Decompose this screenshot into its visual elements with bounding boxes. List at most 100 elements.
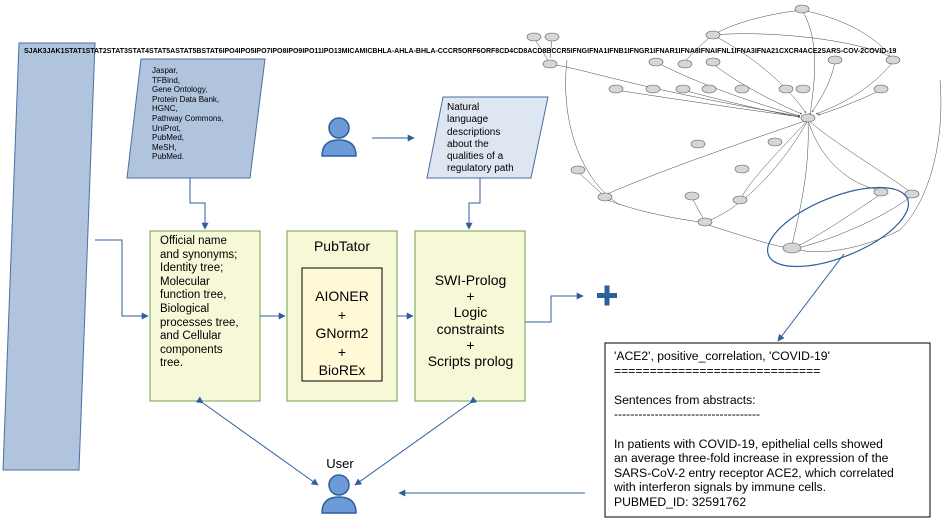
official-names-line: Official name [160,235,227,247]
gene-item: CD4 [499,48,514,55]
result-line: 'ACE2', positive_correlation, 'COVID-19' [614,349,830,363]
official-names-line: function tree, [160,289,227,302]
database-item: Protein Data Bank, [152,94,220,104]
gene-item: IPO8 [270,48,287,55]
arrow-graph-to-result [777,253,845,342]
swi-prolog-box [414,230,526,402]
gene-item: ACE2 [802,48,822,55]
database-item: TFBind, [152,75,181,85]
result-line [614,422,894,437]
result-line: In patients with COVID-19, epithelial ce… [614,436,883,451]
database-item: Gene Ontology, [152,85,208,95]
arrow-user-box1 [195,396,319,486]
natural-language-line: about the [447,138,489,150]
pubtator-tool-line: GNorm2 [315,325,369,341]
gene-item: IFNB1 [607,48,628,55]
gene-item: MICA [341,48,360,55]
swi-prolog-line: SWI-Prolog [434,272,507,288]
pubtator-tools: AIONER + GNorm2 + BioREx [303,287,381,380]
official-names-line: tree. [160,357,184,370]
official-names-line: Identity tree; [160,262,224,275]
arrow-natural-to-swi [465,178,481,230]
natural-language-line: descriptions [447,126,501,138]
official-names-line: Molecular [160,275,210,288]
result-text: 'ACE2', positive_correlation, 'COVID-19'… [614,349,894,510]
database-item: PubMed. [152,152,185,162]
gene-item: SARS-COV-2 [821,48,865,55]
result-line: with interferon signals by immune cells. [614,480,827,495]
natural-language-line: regulatory path [447,163,514,175]
gene-item: MICB [359,48,378,55]
database-item: MeSH, [152,142,177,152]
gene-item: CCR5 [442,48,462,55]
gene-list-shape [2,42,96,471]
database-item: HGNC, [152,104,178,114]
result-line: SARS-CoV-2 entry receptor ACE2, which co… [614,465,894,480]
databases-shape [126,58,266,179]
gene-item: HLA-C [421,48,443,55]
gene-item: STAT4 [127,48,150,55]
gene-item: IFNA1 [587,48,608,55]
gene-item: IFNA21 [754,48,779,55]
pubtator-tools-box [301,267,383,382]
pubtator-tool-line: BioREx [318,362,366,378]
gene-item: STAT3 [106,48,128,55]
gene-item: IPO13 [321,48,342,55]
gene-item: IFNAR1 [653,48,679,55]
official-names-line: and Cellular [160,330,222,343]
highlight-ellipse [766,186,910,268]
user-label: User [326,456,354,471]
plus-icon [597,285,617,306]
pubtator-tool-line: + [337,306,347,323]
gene-item: IPO7 [254,48,271,55]
natural-language-line: language [447,114,489,126]
arrow-swi-to-plus [525,292,584,323]
natural-language-line: qualities of a [447,151,504,163]
database-item: Pathway Commons, [152,113,224,123]
swi-prolog-line: + [466,288,475,305]
official-names-line: processes tree, [160,316,239,329]
pubtator-tool-line: AIONER [315,288,369,304]
arrow-user-swi [354,396,478,486]
result-line: PUBMED_ID: 32591762 [614,494,747,509]
natural-language-shape [426,96,549,179]
gene-item: CXCR4 [778,48,803,55]
network-graph-nodes [526,4,920,254]
gene-item: IFNG [570,48,588,55]
arrow-genes-to-box [95,239,149,320]
gene-item: STAT5B [175,48,202,55]
database-item: UniProt, [152,123,181,133]
database-item: PubMed, [152,133,185,143]
gene-item: CD8B [532,48,552,55]
gene-item: CCR5 [551,48,571,55]
result-line: ============================= [614,363,821,378]
gene-list: SJAK3JAK1STAT1STAT2STAT3STAT4STAT5ASTAT5… [24,48,896,57]
official-names-line: and synonyms; [160,248,238,261]
gene-item: IFNA8 [678,48,699,55]
gene-item: STAT6 [201,48,223,55]
gene-item: CD8A [513,48,533,55]
gene-item: IPO4 [222,48,239,55]
person-icon [321,117,357,157]
gene-item: STAT1 [64,48,86,55]
gene-item: IPO5 [238,48,255,55]
gene-item: HLA-B [399,48,421,55]
swi-prolog-line: Logic [453,304,488,321]
gene-item: IPO11 [302,48,322,55]
result-line: an average three-fold increase in expres… [614,451,889,466]
pubtator-title: PubTator [313,238,371,254]
gene-item: COVID-19 [864,48,897,55]
network-graph [533,9,942,253]
natural-language-line: Natural [447,102,480,113]
gene-item: STAT2 [85,48,107,55]
official-names-box [149,230,261,402]
swi-prolog-line: constraints [436,320,505,337]
databases-list: Jaspar,TFBind,Gene Ontology,Protein Data… [152,66,224,162]
pubtator-tool-line: + [337,343,347,360]
swi-prolog-line: + [466,336,475,353]
gene-item: S [24,48,29,55]
result-line: ------------------------------------ [614,407,761,422]
